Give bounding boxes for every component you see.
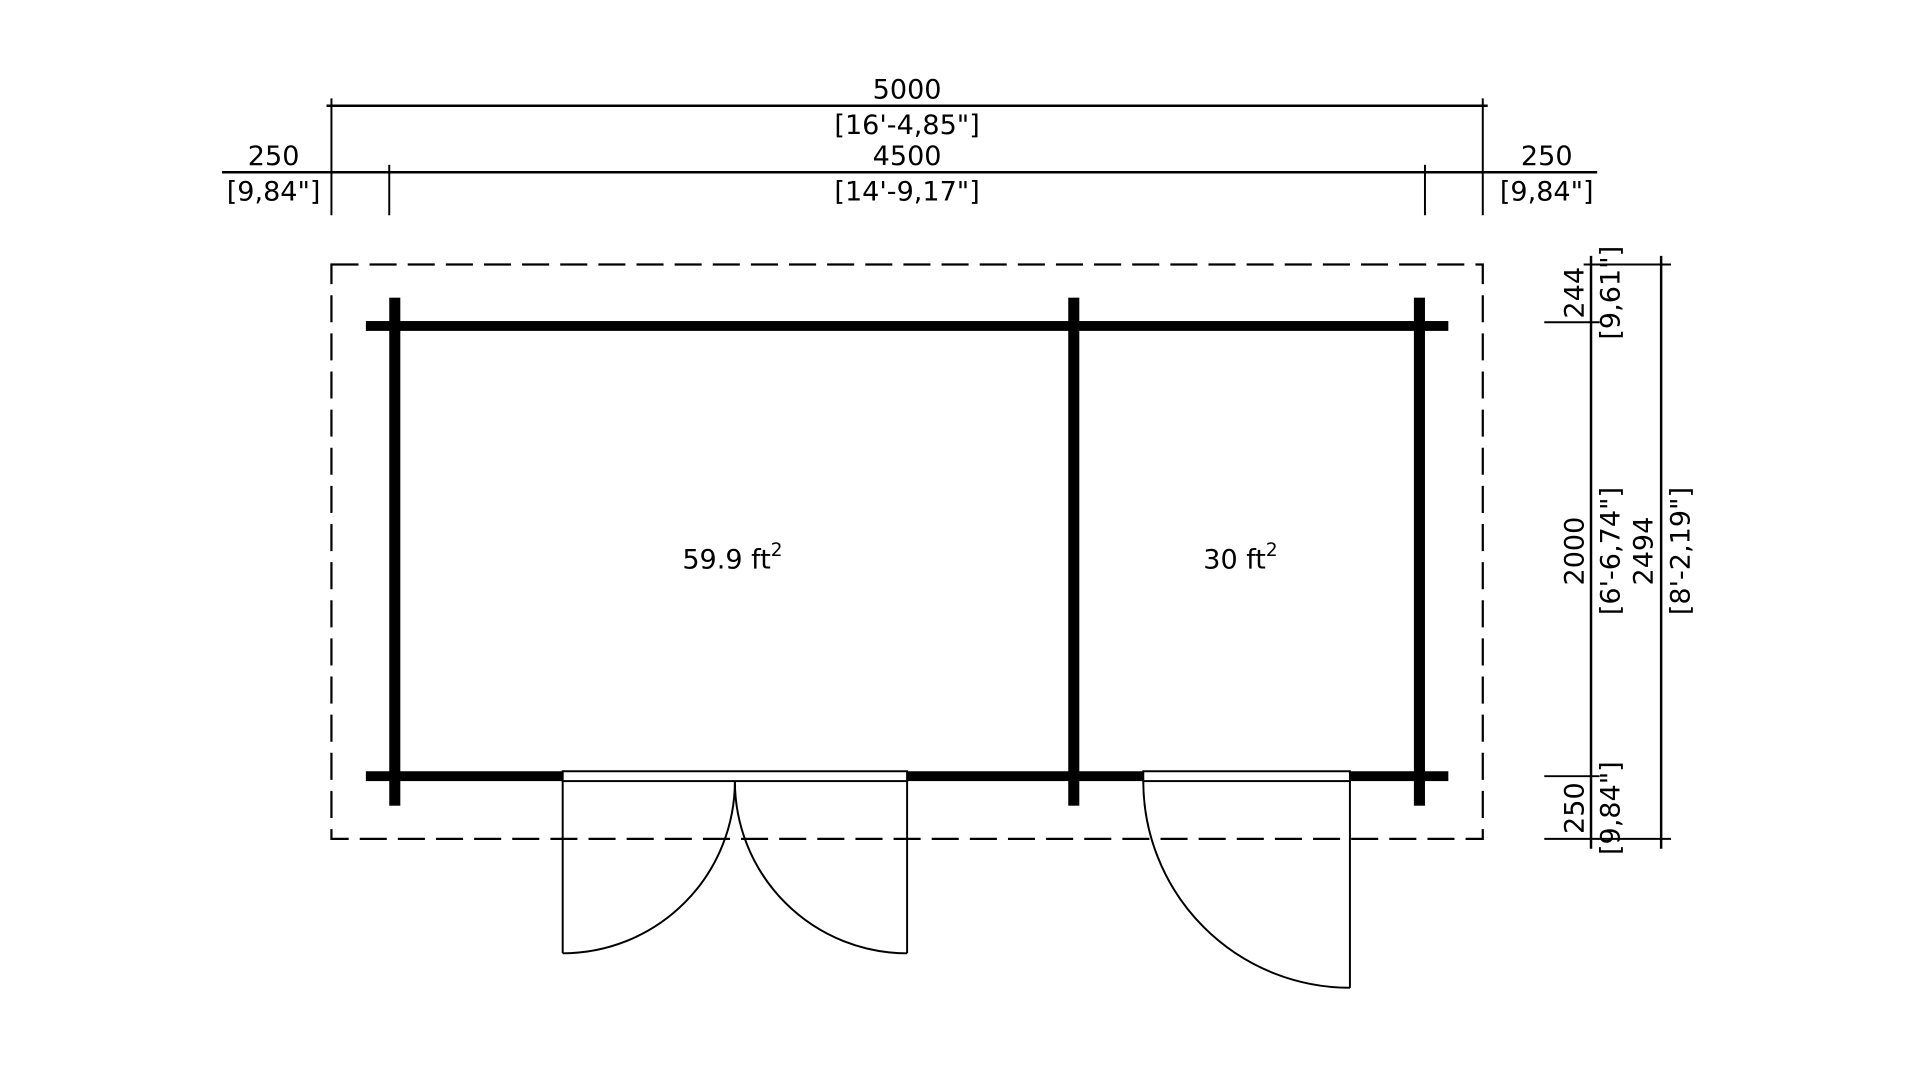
wall-left [389,297,401,806]
overall-depth-value: 2494 [1629,517,1660,586]
left-overhang-value: 250 [248,141,300,172]
side-dimensions: 244 [9,61"] 2000 [6'-6,74"] 2494 [8'-2,1… [1544,246,1696,855]
door-swing-left [562,781,736,955]
bottom-overhang-value: 250 [1560,782,1591,834]
wall-bottom-2 [907,771,1144,782]
inner-width-imperial: [14'-9,17"] [834,177,979,208]
door-swing-right [733,781,908,955]
wall-right [1413,297,1425,806]
top-dimensions: 5000 [16'-4,85"] 4500 [14'-9,17"] 250 [9… [221,74,1598,216]
top-overhang-imperial: [9,61"] [1595,246,1626,340]
inner-width-value: 4500 [873,141,942,172]
doors [561,781,1351,989]
overall-depth-imperial: [8'-2,19"] [1665,487,1696,615]
top-overhang-value: 244 [1560,267,1591,319]
right-overhang-imperial: [9,84"] [1500,177,1594,208]
room-area-small: 30 ft2 [1203,540,1277,575]
wall-bottom-3 [1349,771,1449,782]
left-overhang-imperial: [9,84"] [227,177,321,208]
room-area-large: 59.9 ft2 [682,540,782,575]
door-swing-single [1142,781,1350,989]
wall-partition [1068,297,1080,806]
overall-width-imperial: [16'-4,85"] [834,110,979,141]
roof-outline [330,263,1484,841]
door-opening-single [1142,770,1351,783]
wall-top [365,321,1449,331]
overall-width-value: 5000 [873,74,942,105]
door-opening-double [561,770,909,783]
inner-depth-value: 2000 [1560,517,1591,586]
wall-bottom-1 [365,771,563,782]
inner-depth-imperial: [6'-6,74"] [1595,487,1626,615]
right-overhang-value: 250 [1521,141,1573,172]
walls [365,297,1449,806]
bottom-overhang-imperial: [9,84"] [1595,761,1626,855]
